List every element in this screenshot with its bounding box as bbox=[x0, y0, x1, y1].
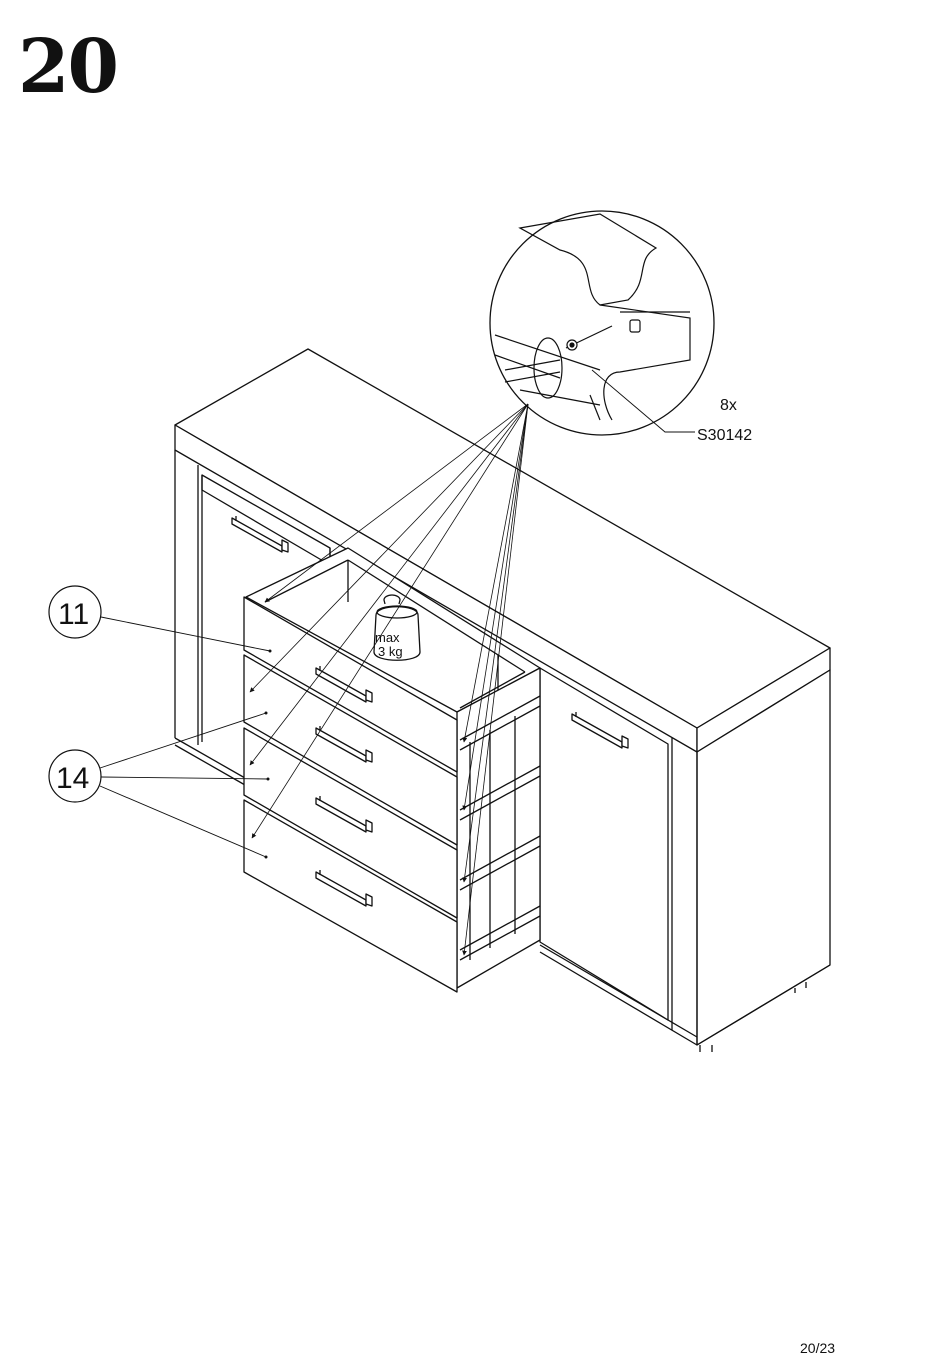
screw-code: S30142 bbox=[697, 427, 752, 444]
page-number: 20/23 bbox=[800, 1340, 835, 1356]
detail-magnifier bbox=[490, 211, 714, 435]
callout-11-label: 11 bbox=[58, 598, 89, 631]
callout-14-label: 14 bbox=[56, 762, 89, 795]
screw-quantity: 8x bbox=[720, 397, 737, 414]
weight-limit-line2: 3 kg bbox=[378, 644, 403, 659]
weight-limit-line1: max bbox=[375, 630, 400, 645]
drawer-runners bbox=[457, 668, 540, 988]
